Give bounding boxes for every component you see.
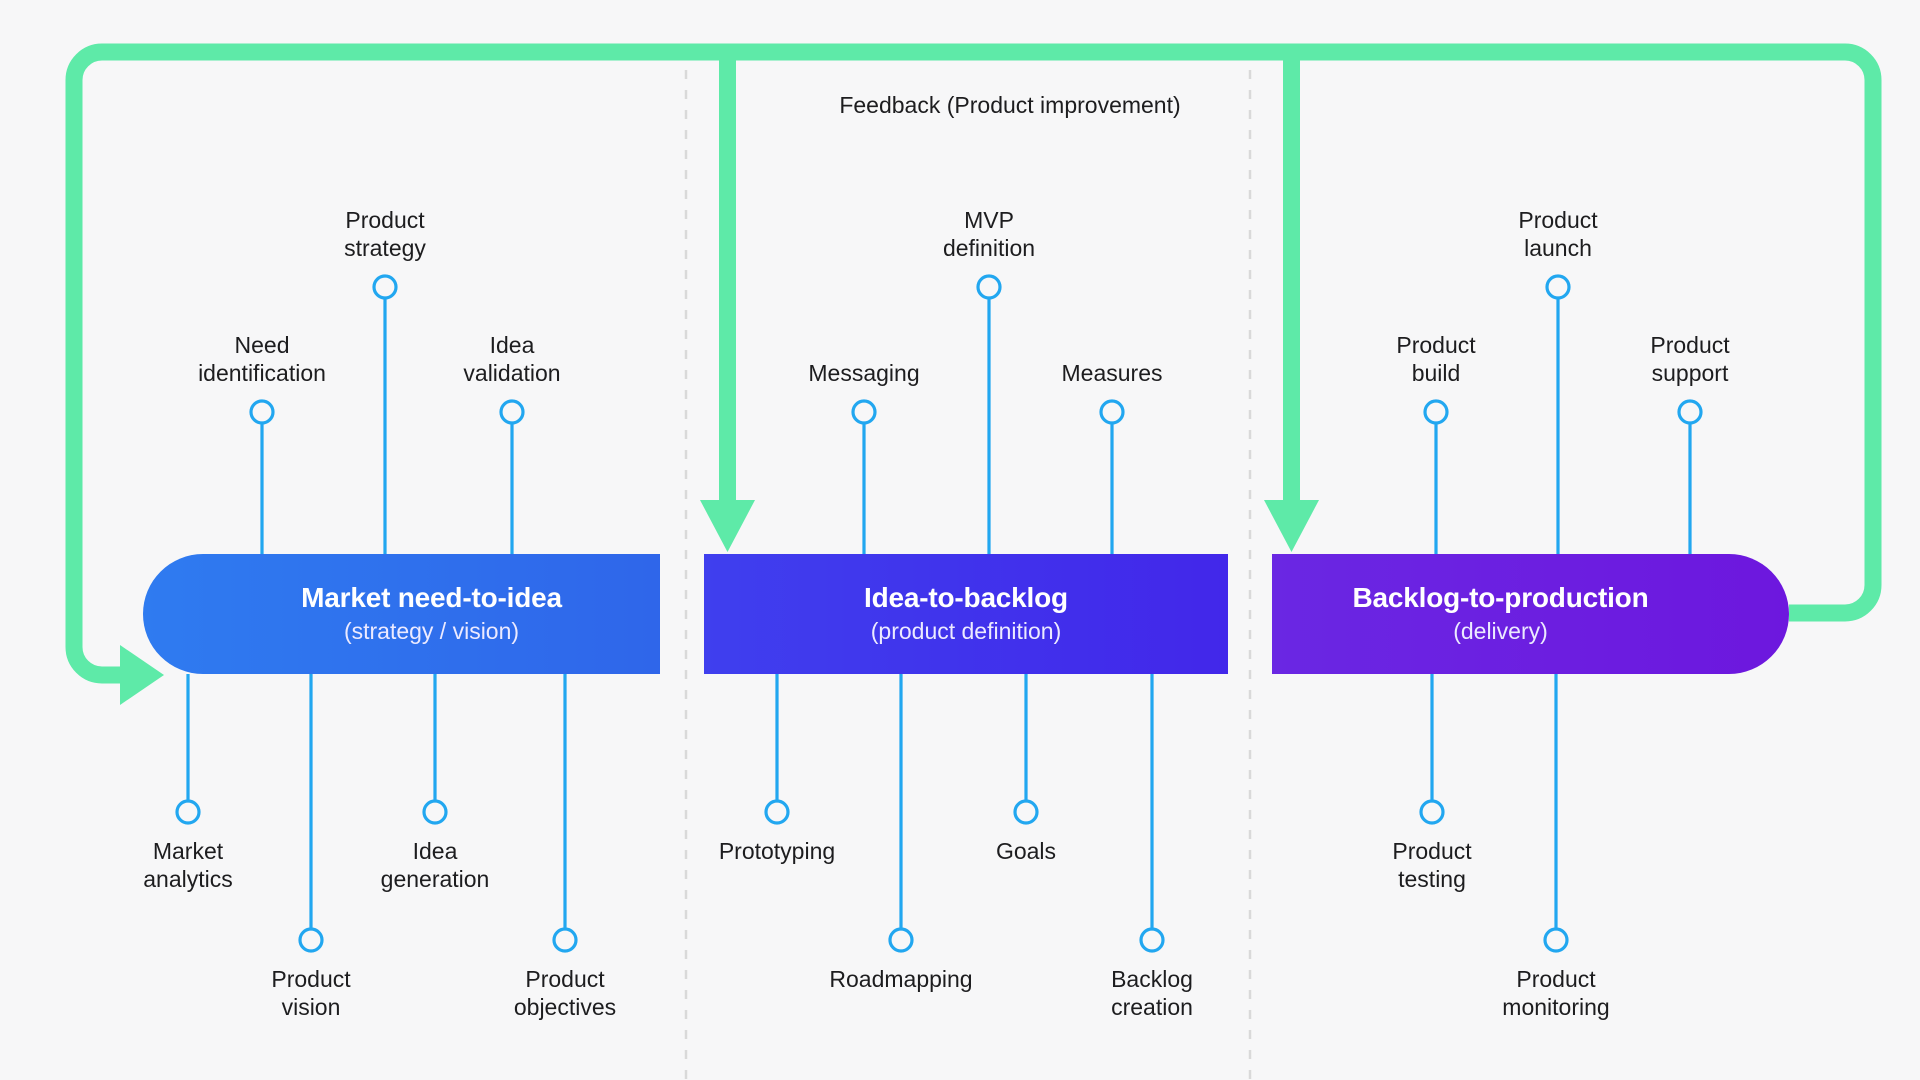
column-dividers <box>684 70 1252 1080</box>
node-label: Measures <box>1061 360 1163 386</box>
node-marker[interactable] <box>851 399 877 425</box>
node-marker[interactable] <box>1013 799 1039 825</box>
node-marker[interactable] <box>1423 399 1449 425</box>
node-marker[interactable] <box>422 799 448 825</box>
node-label: Need identification <box>198 332 326 387</box>
node-label: Product build <box>1396 332 1476 387</box>
node-marker[interactable] <box>976 274 1002 300</box>
phase-shape-3 <box>1272 554 1789 674</box>
node-label: Idea generation <box>380 838 490 893</box>
node-marker[interactable] <box>175 799 201 825</box>
phase-title: Market need-to-idea <box>301 582 562 614</box>
node-label: Market analytics <box>143 838 233 893</box>
phase-shape-1 <box>143 554 660 674</box>
node-marker[interactable] <box>552 927 578 953</box>
node-marker[interactable] <box>372 274 398 300</box>
phase-box-market-need-to-idea[interactable]: Market need-to-idea (strategy / vision) <box>203 554 660 674</box>
node-label: Prototyping <box>718 838 836 864</box>
node-label: Product vision <box>271 966 351 1021</box>
phase-subtitle: (delivery) <box>1453 618 1548 645</box>
phase-subtitle: (strategy / vision) <box>343 618 520 645</box>
node-marker[interactable] <box>1099 399 1125 425</box>
node-marker[interactable] <box>1545 274 1571 300</box>
node-marker[interactable] <box>1139 927 1165 953</box>
node-marker[interactable] <box>1543 927 1569 953</box>
node-label: Product testing <box>1392 838 1472 893</box>
node-marker[interactable] <box>249 399 275 425</box>
node-label: Messaging <box>808 360 920 386</box>
node-marker[interactable] <box>888 927 914 953</box>
phase-shape-2 <box>704 554 1228 674</box>
phase-shapes <box>143 554 1789 674</box>
phase-subtitle: (product definition) <box>870 618 1062 645</box>
node-marker[interactable] <box>764 799 790 825</box>
node-marker[interactable] <box>1419 799 1445 825</box>
phase-box-backlog-to-production[interactable]: Backlog-to-production (delivery) <box>1272 554 1729 674</box>
feedback-loop <box>65 43 1882 684</box>
feedback-caption: Feedback (Product improvement) <box>839 92 1181 118</box>
node-marker[interactable] <box>1677 399 1703 425</box>
phase-title: Idea-to-backlog <box>864 582 1068 614</box>
node-label: Product monitoring <box>1502 966 1610 1021</box>
node-label: Roadmapping <box>829 966 973 992</box>
node-label: Product launch <box>1518 207 1598 262</box>
feedback-arrow-phase-1 <box>120 645 164 705</box>
node-label: Idea validation <box>463 332 561 387</box>
node-marker[interactable] <box>499 399 525 425</box>
node-label: Product strategy <box>344 207 426 262</box>
phase-box-idea-to-backlog[interactable]: Idea-to-backlog (product definition) <box>704 554 1228 674</box>
node-label: Goals <box>995 838 1057 864</box>
feedback-arrow-phase-3 <box>1264 52 1319 552</box>
feedback-arrow-phase-2 <box>700 52 755 552</box>
node-label: Backlog creation <box>1111 966 1193 1021</box>
node-marker[interactable] <box>298 927 324 953</box>
phase-title: Backlog-to-production <box>1352 582 1649 614</box>
node-label: Product support <box>1650 332 1730 387</box>
node-label: Product objectives <box>513 966 617 1021</box>
node-stems <box>175 274 1703 953</box>
node-label: MVP definition <box>942 207 1036 262</box>
